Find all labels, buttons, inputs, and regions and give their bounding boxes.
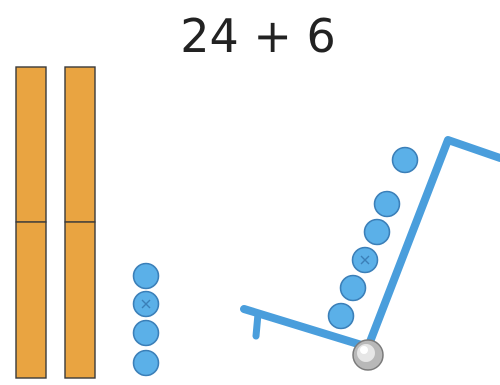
- one-counter: [339, 274, 367, 302]
- one-counter: [132, 319, 160, 347]
- slide-ones-group: [327, 146, 419, 330]
- one-counter: [363, 218, 391, 246]
- one-counter: [132, 349, 160, 377]
- one-counter: [327, 302, 355, 330]
- cross-mark-icon: [141, 299, 151, 309]
- slide-structure: [240, 136, 500, 371]
- hinge-ball: [352, 339, 384, 371]
- ten-rod: [64, 66, 96, 379]
- one-counter: [391, 146, 419, 174]
- rod-segment-upper: [64, 66, 96, 223]
- one-counter-crossed: [351, 246, 379, 274]
- ten-rod: [15, 66, 47, 379]
- one-counter: [373, 190, 401, 218]
- addition-expression: 24 + 6: [180, 9, 336, 63]
- ones-stack: [132, 262, 160, 377]
- rod-segment-lower: [15, 221, 47, 379]
- ten-rods-group: [15, 66, 96, 379]
- slide-stopper: [252, 310, 262, 340]
- slide-track: [240, 136, 500, 351]
- cross-mark-icon: [360, 255, 370, 265]
- rod-segment-upper: [15, 66, 47, 223]
- rod-segment-lower: [64, 221, 96, 379]
- one-counter: [132, 262, 160, 290]
- one-counter-crossed: [132, 290, 160, 318]
